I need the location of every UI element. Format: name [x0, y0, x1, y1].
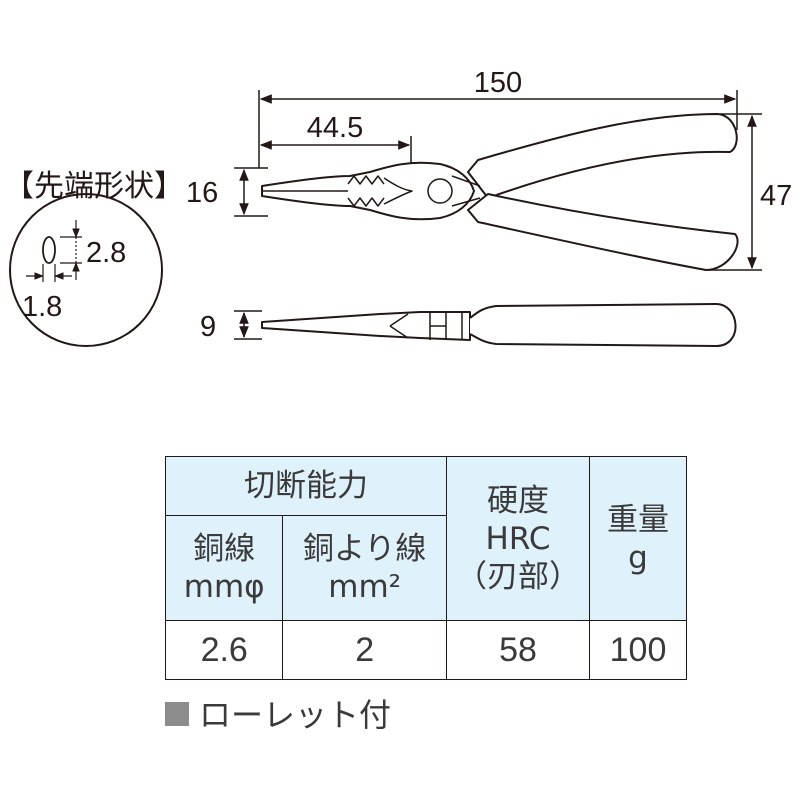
- stranded-wire-value: 2: [282, 620, 447, 680]
- hardness-hrc-label: HRC: [485, 520, 551, 557]
- pliers-side-view: [261, 303, 737, 347]
- stranded-wire-header: 銅より線 mm²: [282, 515, 447, 621]
- hardness-header: 硬度 HRC （刃部）: [446, 456, 590, 621]
- dimension-16: 16: [186, 167, 268, 217]
- copper-wire-value: 2.6: [164, 620, 284, 680]
- dimension-9: 9: [200, 310, 262, 343]
- cutting-capacity-header: 切断能力: [165, 456, 447, 516]
- weight-unit-label: g: [628, 539, 648, 576]
- stranded-wire-label: 銅より線: [303, 531, 427, 567]
- copper-wire-header: 銅線 mmφ: [164, 515, 284, 621]
- stranded-wire-unit: mm²: [328, 569, 402, 605]
- hardness-value: 58: [446, 620, 590, 680]
- pliers-dimension-drawing: 150 44.5 47 16 9: [4, 67, 792, 347]
- dimension-44-5: 44.5: [259, 112, 412, 170]
- spec-table: 切断能力 硬度 HRC （刃部） 重量 g 銅線 mmφ 銅より線 mm² 2.…: [164, 456, 687, 680]
- tip-dim-b-label: 1.8: [22, 291, 62, 323]
- hardness-label: 硬度: [487, 482, 549, 519]
- copper-wire-label: 銅線: [193, 531, 256, 567]
- tip-shape-label: 【先端形状】: [4, 169, 184, 204]
- dim-length-label: 150: [474, 67, 522, 99]
- tip-shape-detail: 【先端形状】 2.8 1.8: [4, 169, 184, 347]
- hardness-blade-label: （刃部）: [456, 558, 580, 595]
- weight-label: 重量: [607, 501, 669, 538]
- legend-label: ローレット付: [199, 696, 392, 734]
- pliers-top-view: [261, 113, 739, 271]
- knurled-legend: ローレット付: [165, 690, 391, 736]
- copper-wire-unit: mmφ: [183, 569, 265, 605]
- dim-nose-label: 44.5: [307, 112, 363, 144]
- weight-header: 重量 g: [589, 456, 687, 621]
- dimension-150: 150: [258, 67, 738, 168]
- weight-value: 100: [589, 620, 687, 680]
- dim-height-label: 47: [760, 180, 792, 212]
- dim-tip-width-label: 16: [186, 177, 218, 209]
- tip-dim-a-label: 2.8: [86, 237, 126, 269]
- legend-square-icon: [165, 702, 189, 726]
- dimension-47: 47: [705, 113, 792, 271]
- dim-side-thickness-label: 9: [200, 311, 216, 343]
